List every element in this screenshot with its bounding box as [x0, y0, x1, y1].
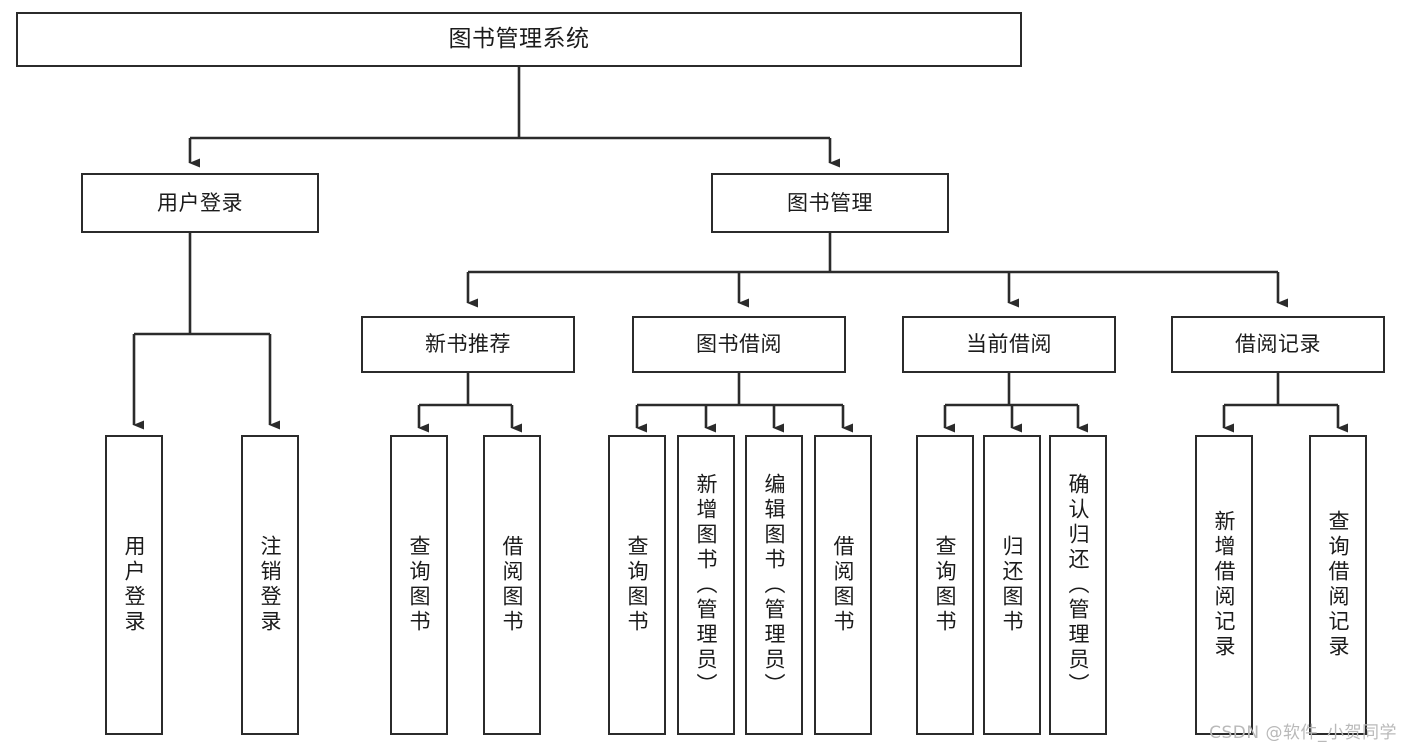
- node-label: 借阅图书: [500, 535, 525, 635]
- node-label: 编辑图书（管理员）: [762, 472, 787, 698]
- node-current-borrow[interactable]: 当前借阅: [902, 316, 1116, 373]
- node-label: 确认归还（管理员）: [1066, 472, 1091, 698]
- node-label: 新书推荐: [425, 332, 511, 357]
- node-leaf-query-book-current[interactable]: 查询图书: [916, 435, 974, 735]
- node-leaf-borrow-book-new-recommend[interactable]: 借阅图书: [483, 435, 541, 735]
- node-leaf-add-book-admin[interactable]: 新增图书（管理员）: [677, 435, 735, 735]
- node-label: 查询图书: [625, 535, 650, 635]
- node-new-book-recommend[interactable]: 新书推荐: [361, 316, 575, 373]
- node-book-borrow[interactable]: 图书借阅: [632, 316, 846, 373]
- node-label: 归还图书: [1000, 535, 1025, 635]
- node-label: 查询图书: [933, 535, 958, 635]
- node-leaf-confirm-return-admin[interactable]: 确认归还（管理员）: [1049, 435, 1107, 735]
- node-leaf-add-borrow-record[interactable]: 新增借阅记录: [1195, 435, 1253, 735]
- node-label: 查询借阅记录: [1326, 510, 1351, 660]
- node-leaf-query-book-new-recommend[interactable]: 查询图书: [390, 435, 448, 735]
- node-leaf-return-book[interactable]: 归还图书: [983, 435, 1041, 735]
- node-label: 当前借阅: [966, 332, 1052, 357]
- node-label: 用户登录: [122, 535, 147, 635]
- node-book-manage[interactable]: 图书管理: [711, 173, 949, 233]
- node-borrow-record[interactable]: 借阅记录: [1171, 316, 1385, 373]
- node-label: 用户登录: [157, 190, 243, 215]
- csdn-watermark: CSDN @软件_小贺同学: [1209, 723, 1397, 743]
- node-leaf-borrow-book-borrow[interactable]: 借阅图书: [814, 435, 872, 735]
- node-leaf-query-book-borrow[interactable]: 查询图书: [608, 435, 666, 735]
- node-label: 借阅图书: [831, 535, 856, 635]
- node-leaf-query-borrow-record[interactable]: 查询借阅记录: [1309, 435, 1367, 735]
- node-leaf-user-login[interactable]: 用户登录: [105, 435, 163, 735]
- node-label: 图书管理系统: [448, 25, 590, 52]
- node-leaf-edit-book-admin[interactable]: 编辑图书（管理员）: [745, 435, 803, 735]
- node-leaf-logout-login[interactable]: 注销登录: [241, 435, 299, 735]
- node-label: 新增图书（管理员）: [694, 472, 719, 698]
- node-user-login[interactable]: 用户登录: [81, 173, 319, 233]
- node-root-book-management-system[interactable]: 图书管理系统: [16, 12, 1022, 67]
- node-label: 借阅记录: [1235, 332, 1321, 357]
- node-label: 注销登录: [258, 535, 283, 635]
- node-label: 新增借阅记录: [1212, 510, 1237, 660]
- node-label: 图书借阅: [696, 332, 782, 357]
- node-label: 图书管理: [787, 190, 873, 215]
- node-label: 查询图书: [407, 535, 432, 635]
